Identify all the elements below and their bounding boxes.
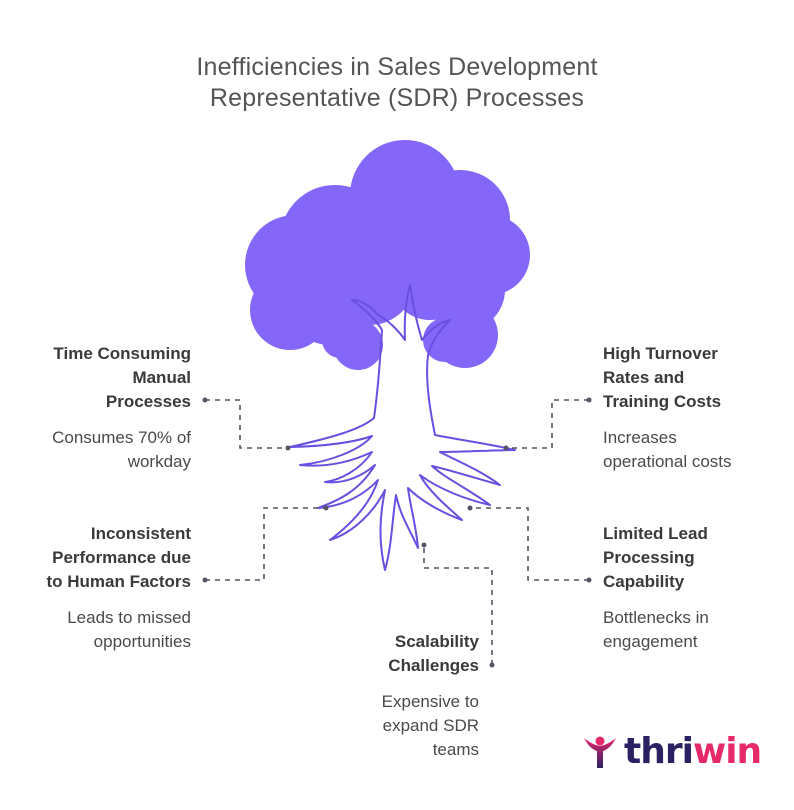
item-time-heading: Time Consuming Manual Processes bbox=[53, 344, 191, 411]
title-line-2: Representative (SDR) Processes bbox=[209, 84, 585, 112]
dot-time-root bbox=[285, 445, 291, 451]
connector-scalability bbox=[423, 545, 493, 665]
thriwin-logo: thriwin bbox=[580, 731, 762, 776]
person-raising-arms-icon bbox=[584, 736, 616, 768]
connector-limited bbox=[470, 507, 589, 581]
dot-inconsistent-text bbox=[202, 577, 208, 583]
connector-turnover bbox=[506, 399, 589, 449]
connector-time bbox=[205, 399, 288, 449]
item-inconsistent-description: Leads to missed opportunities bbox=[67, 608, 191, 651]
item-limited-description: Bottlenecks in engagement bbox=[603, 608, 709, 651]
item-limited-lead: Limited Lead Processing Capability Bottl… bbox=[603, 522, 783, 654]
logo-wordmark: thriwin bbox=[624, 731, 762, 772]
tree-trunk-and-roots bbox=[289, 284, 516, 571]
item-time-description: Consumes 70% of workday bbox=[52, 428, 191, 471]
tree-canopy bbox=[245, 140, 530, 370]
dot-turnover-root bbox=[503, 445, 509, 451]
connectors bbox=[205, 399, 589, 665]
item-limited-heading: Limited Lead Processing Capability bbox=[603, 524, 708, 591]
connector-inconsistent bbox=[205, 507, 326, 581]
dot-time-text bbox=[202, 397, 208, 403]
dot-inconsistent-root bbox=[323, 505, 329, 511]
dot-scalability-root bbox=[421, 542, 427, 548]
title-line-1: Inefficiencies in Sales Development bbox=[196, 53, 598, 81]
item-inconsistent-performance: Inconsistent Performance due to Human Fa… bbox=[20, 522, 191, 654]
dot-limited-text bbox=[586, 577, 592, 583]
item-scalability-heading: Scalability Challenges bbox=[388, 632, 479, 675]
item-time-consuming: Time Consuming Manual Processes Consumes… bbox=[20, 342, 191, 474]
page-title: Inefficiencies in Sales Development Repr… bbox=[0, 52, 794, 114]
item-high-turnover: High Turnover Rates and Training Costs I… bbox=[603, 342, 783, 474]
dot-limited-root bbox=[467, 505, 473, 511]
item-inconsistent-heading: Inconsistent Performance due to Human Fa… bbox=[46, 524, 191, 591]
item-scalability-description: Expensive to expand SDR teams bbox=[381, 692, 479, 759]
dot-scalability-text bbox=[489, 662, 495, 668]
connector-dots bbox=[202, 397, 592, 668]
item-turnover-description: Increases operational costs bbox=[603, 428, 732, 471]
item-turnover-heading: High Turnover Rates and Training Costs bbox=[603, 344, 722, 411]
item-scalability: Scalability Challenges Expensive to expa… bbox=[300, 630, 479, 762]
dot-turnover-text bbox=[586, 397, 592, 403]
